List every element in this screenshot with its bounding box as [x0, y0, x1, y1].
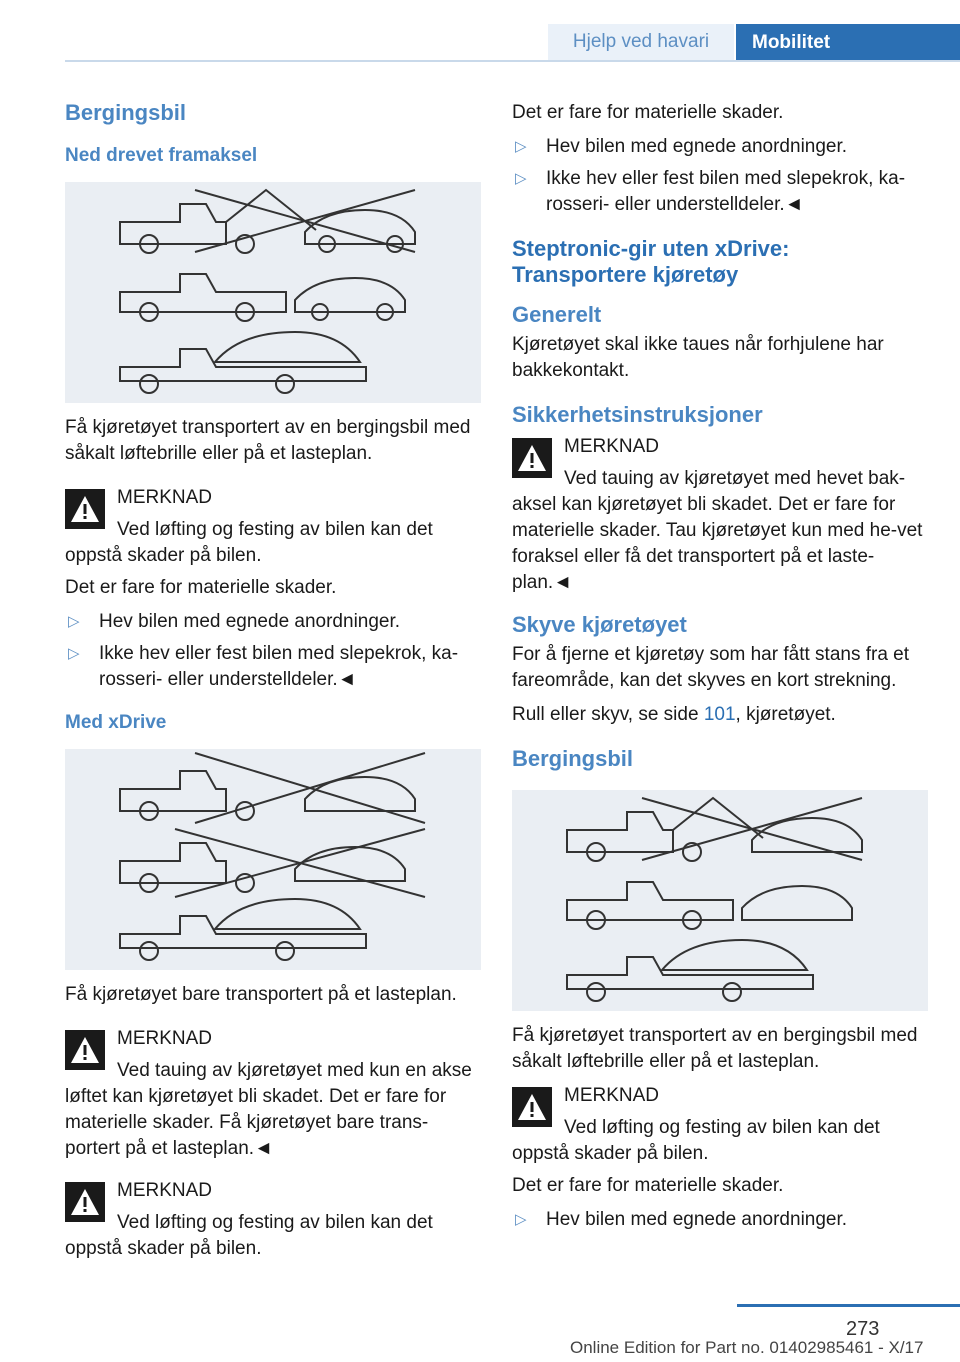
- warning-icon: [65, 1030, 105, 1070]
- footer-divider: [737, 1304, 960, 1307]
- paragraph-fare-top: Det er fare for materielle skader.: [512, 102, 784, 123]
- tow-truck-drawing: [119, 188, 416, 394]
- paragraph-rull: Rull eller skyv, se side 101, kjøretøyet…: [512, 704, 836, 725]
- warning-icon: [65, 489, 105, 529]
- warning-icon: [512, 438, 552, 478]
- note-2-title: MERKNAD: [117, 1028, 213, 1049]
- note-right-1: MERKNAD Ved tauing av kjøretøyet med hev…: [512, 434, 928, 596]
- page-number: 273: [846, 1318, 880, 1340]
- list-item: ▷Hev bilen med egnede anordninger.: [512, 1207, 928, 1233]
- list-item: ▷Ikke hev eller fest bilen med slepekrok…: [515, 168, 906, 215]
- note-right-1-text: Ved tauing av kjøretøyet med hevet bak-a…: [512, 468, 923, 593]
- bullet-list-1: ▷Hev bilen med egnede anordninger. ▷Ikke…: [65, 609, 481, 693]
- list-item: ▷Hev bilen med egnede anordninger.: [512, 134, 928, 160]
- paragraph-fare-bottom: Det er fare for materielle skader.: [512, 1175, 784, 1196]
- subheading-xdrive: Med xDrive: [65, 712, 167, 733]
- subheading-generelt: Generelt: [512, 302, 602, 327]
- note-1: MERKNAD Ved løfting og festing av bilen …: [65, 485, 481, 569]
- bullet-list-right-2: ▷Hev bilen med egnede anordninger.: [512, 1207, 928, 1233]
- header-tab-mobilitet[interactable]: Mobilitet: [736, 24, 960, 62]
- heading-bergingsbil: Bergingsbil: [65, 100, 187, 125]
- note-3-text: Ved løfting og festing av bilen kan det …: [65, 1212, 433, 1259]
- note-2-text: Ved tauing av kjøretøyet med kun en akse…: [65, 1060, 472, 1159]
- header-divider: [65, 60, 960, 62]
- paragraph-generelt: Kjøretøyet skal ikke taues når forhjulen…: [512, 334, 884, 381]
- note-2: MERKNAD Ved tauing av kjøretøyet med kun…: [65, 1026, 481, 1162]
- header-tab-hjelp[interactable]: Hjelp ved havari: [548, 24, 734, 60]
- heading-bergingsbil-right: Bergingsbil: [512, 746, 634, 771]
- note-3-title: MERKNAD: [117, 1180, 213, 1201]
- bullet-list-right-1: ▷Hev bilen med egnede anordninger. ▷Ikke…: [512, 134, 928, 218]
- page-link-101[interactable]: 101: [703, 704, 736, 725]
- note-right-1-title: MERKNAD: [564, 436, 660, 457]
- subheading-skyve: Skyve kjøretøyet: [512, 612, 687, 637]
- triangle-bullet-icon: ▷: [515, 1211, 527, 1228]
- tow-illustration-1: [65, 182, 481, 403]
- subheading-ned-drevet: Ned drevet framaksel: [65, 145, 258, 166]
- footer-edition: Online Edition for Part no. 01402985461 …: [570, 1338, 924, 1357]
- paragraph-transport: Få kjøretøyet transportert av en berging…: [65, 417, 471, 464]
- paragraph-skyve: For å fjerne et kjøretøy som har fått st…: [512, 644, 910, 691]
- note-3: MERKNAD Ved løfting og festing av bilen …: [65, 1178, 481, 1262]
- paragraph-berg: Få kjøretøyet transportert av en berging…: [512, 1025, 918, 1072]
- right-column: Det er fare for materielle skader. ▷Hev …: [512, 100, 928, 1241]
- triangle-bullet-icon: ▷: [515, 170, 527, 187]
- tow-illustration-2: [65, 749, 481, 970]
- note-right-2: MERKNAD Ved løfting og festing av bilen …: [512, 1083, 928, 1167]
- tow-illustration-3: [512, 790, 928, 1011]
- paragraph-lasteplan: Få kjøretøyet bare transportert på et la…: [65, 984, 457, 1005]
- note-right-2-text: Ved løfting og festing av bilen kan det …: [512, 1117, 880, 1164]
- note-1-title: MERKNAD: [117, 487, 213, 508]
- warning-icon: [65, 1182, 105, 1222]
- tow-truck-drawing: [119, 752, 426, 961]
- list-item: ▷Hev bilen med egnede anordninger.: [65, 609, 481, 635]
- triangle-bullet-icon: ▷: [68, 645, 80, 662]
- note-right-2-title: MERKNAD: [564, 1085, 660, 1106]
- warning-icon: [512, 1087, 552, 1127]
- subheading-sikkerhet: Sikkerhetsinstruksjoner: [512, 402, 763, 427]
- tow-truck-drawing: [566, 796, 863, 1002]
- left-column: Bergingsbil Ned drevet framaksel: [65, 100, 481, 1268]
- note-1-text: Ved løfting og festing av bilen kan det …: [65, 519, 433, 566]
- triangle-bullet-icon: ▷: [515, 138, 527, 155]
- triangle-bullet-icon: ▷: [68, 613, 80, 630]
- paragraph-fare: Det er fare for materielle skader.: [65, 577, 337, 598]
- list-item: ▷Ikke hev eller fest bilen med slepekrok…: [68, 643, 459, 690]
- heading-steptronic: Steptronic-gir uten xDrive: Transportere…: [512, 236, 790, 287]
